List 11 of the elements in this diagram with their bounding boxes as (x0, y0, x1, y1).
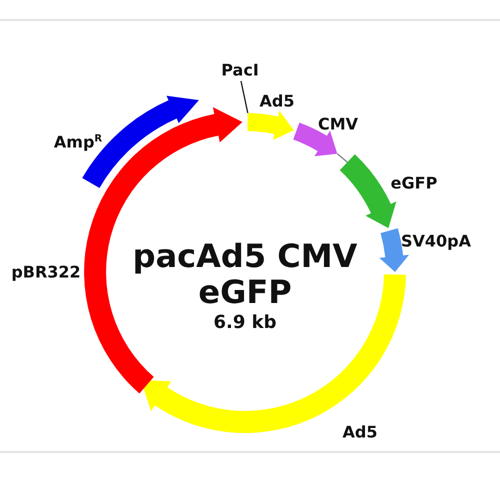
feature-label: Ad5 (342, 422, 378, 442)
feature-label: eGFP (390, 174, 438, 192)
plasmid-size: 6.9 kb (212, 312, 278, 333)
feature-label: SV40pA (401, 232, 471, 250)
feature-label: pBR322 (11, 262, 81, 282)
feature-label: CMV (318, 114, 358, 134)
feature-label: PacI (221, 60, 259, 80)
feature-label: Ad5 (260, 92, 294, 110)
plasmid-title: pacAd5 CMV eGFP (132, 238, 358, 310)
feature-label: Amp$^{R}$ (54, 132, 102, 152)
leader-line (240, 80, 248, 114)
